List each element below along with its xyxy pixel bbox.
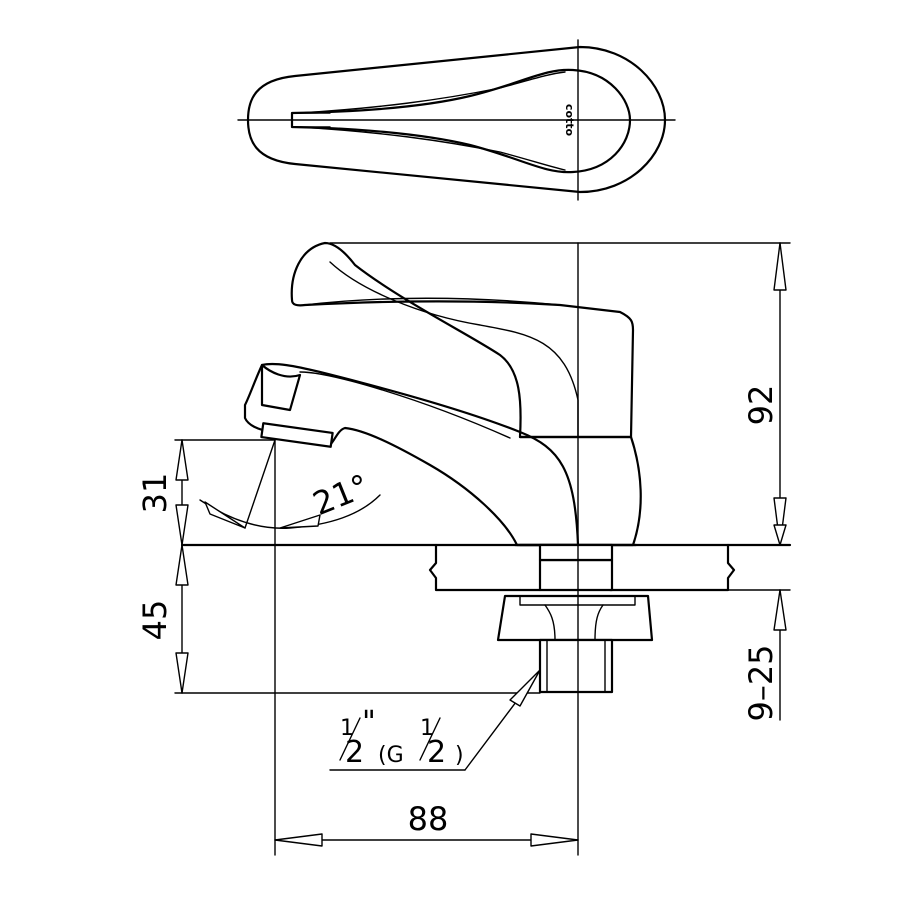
dim-45-arrow-bottom: [175, 652, 189, 694]
dim-92-arrow-bottom: [773, 497, 787, 546]
hex-nut: [496, 594, 654, 642]
lever-handle: [290, 241, 635, 439]
top-view-handle-outline: [290, 68, 632, 174]
dim-88-label: 88: [408, 800, 449, 838]
thread-a-den: 2: [345, 735, 364, 770]
thread-connector: [538, 638, 614, 694]
dim-31-arrow-bottom: [175, 504, 189, 546]
thread-spec: 1 2 " (G 1 2 ): [339, 705, 464, 770]
thread-close: ): [455, 743, 464, 768]
dim-45-label: 45: [136, 600, 174, 641]
thread-leader-arrow: [509, 669, 541, 707]
thread-b-num: 1: [420, 716, 434, 741]
angle-label: 21°: [307, 467, 374, 523]
dim-45-arrow-top: [175, 544, 189, 586]
spout: [243, 362, 580, 547]
dim-31-arrow-top: [175, 439, 189, 481]
thread-a-slash: [339, 717, 361, 761]
thread-a-num: 1: [340, 716, 354, 741]
angle-arrow-left: [204, 501, 246, 529]
nozzle-aerator: [260, 363, 302, 412]
top-view-handle-ridge-lower: [299, 126, 566, 171]
spout-inner-line: [299, 371, 511, 439]
shank-lower: [538, 543, 614, 562]
angle-ray: [244, 439, 276, 529]
dim-92-arrow-top: [773, 242, 787, 291]
top-view-handle-ridge-upper: [299, 71, 566, 114]
dim-9-25-label: 9–25: [742, 644, 780, 721]
faucet-body: [518, 435, 642, 547]
hex-nut-faces: [544, 604, 604, 641]
thread-inch: ": [362, 705, 376, 740]
nozzle-tip: [260, 422, 334, 448]
dim-31-label: 31: [136, 473, 174, 514]
dim-88-arrow-right: [530, 833, 579, 847]
top-view-outer-outline: [246, 45, 667, 194]
dim-9-25-arrow-down: [773, 589, 787, 631]
dim-92-label: 92: [742, 385, 780, 426]
brand-logo: cotto: [563, 104, 576, 137]
dim-88-arrow-left: [274, 833, 323, 847]
counter-right: [608, 543, 736, 592]
thread-b-den: 2: [427, 735, 446, 770]
lever-handle-ridge: [329, 261, 579, 438]
side-view: [180, 241, 792, 856]
top-view: cotto: [237, 39, 676, 201]
lever-handle-edge: [304, 297, 561, 306]
dim-9-25-arrow-up: [773, 524, 787, 546]
shank-upper: [538, 558, 614, 592]
angle-arrow-right: [279, 514, 321, 529]
thread-b-slash: [419, 717, 441, 761]
thread-g-open: (G: [378, 743, 404, 768]
counter-left: [428, 543, 542, 592]
